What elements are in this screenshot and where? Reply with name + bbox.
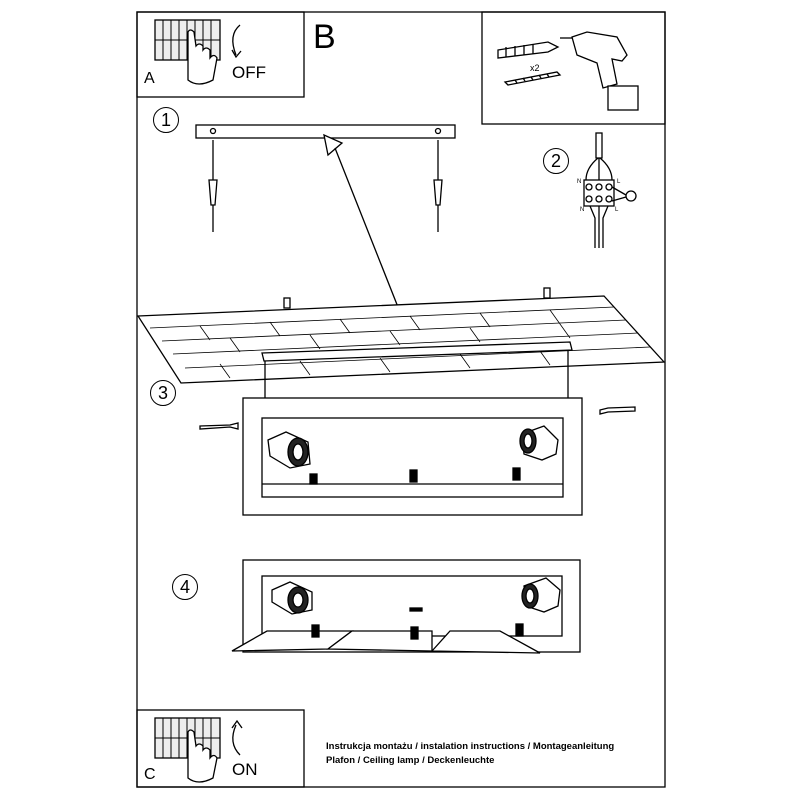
step-1-number: 1 [153, 107, 179, 133]
panel-b-letter: B [313, 18, 336, 56]
spotlight-left [267, 431, 311, 469]
panel-c-letter: C [144, 766, 156, 783]
wire-label-n-bottom: N [580, 207, 585, 213]
wire-label-n-top: N [577, 179, 582, 185]
outer-frame [136, 11, 666, 788]
breaker-off-icon [154, 19, 242, 85]
step-4-number: 4 [172, 574, 198, 600]
step-3-number: 3 [150, 380, 176, 406]
breaker-on-icon [154, 717, 243, 783]
screw-right-step3 [599, 406, 636, 415]
panel-b-frame [481, 11, 666, 125]
ceiling-plane [136, 295, 666, 384]
wire-connector-icon [583, 132, 637, 248]
ceiling-tiles [149, 306, 651, 379]
spotlight-right [519, 425, 559, 461]
drill-icon [560, 31, 639, 111]
lamp-frame-step3 [242, 397, 583, 516]
caption-line-2: Plafon / Ceiling lamp / Deckenleuchte [326, 755, 495, 766]
wire-label-l-top: L [617, 179, 621, 185]
panel-a-frame [136, 11, 305, 98]
panel-c-frame [136, 709, 305, 788]
step-2-number: 2 [543, 148, 569, 174]
spotlight-left [271, 581, 313, 615]
ceiling-screw-right [543, 287, 551, 299]
lamp-frame-step4 [231, 559, 581, 654]
screw-left-step3 [199, 422, 239, 430]
wire-label-l-bottom: L [615, 207, 619, 213]
mounted-bar [261, 341, 573, 362]
ceiling-screw-left [283, 297, 291, 309]
panel-c-action: ON [232, 760, 258, 779]
screw-anchor-left [208, 127, 218, 232]
screw-anchor-right [433, 127, 443, 232]
plug-multiplier: x2 [530, 63, 540, 73]
panel-a-action: OFF [232, 63, 266, 82]
caption-line-1: Instrukcja montażu / instalation instruc… [326, 741, 615, 752]
panel-a-letter: A [144, 70, 155, 87]
spotlight-right [521, 577, 561, 613]
wall-plug-icon [497, 41, 560, 59]
screw-icon [503, 71, 562, 86]
